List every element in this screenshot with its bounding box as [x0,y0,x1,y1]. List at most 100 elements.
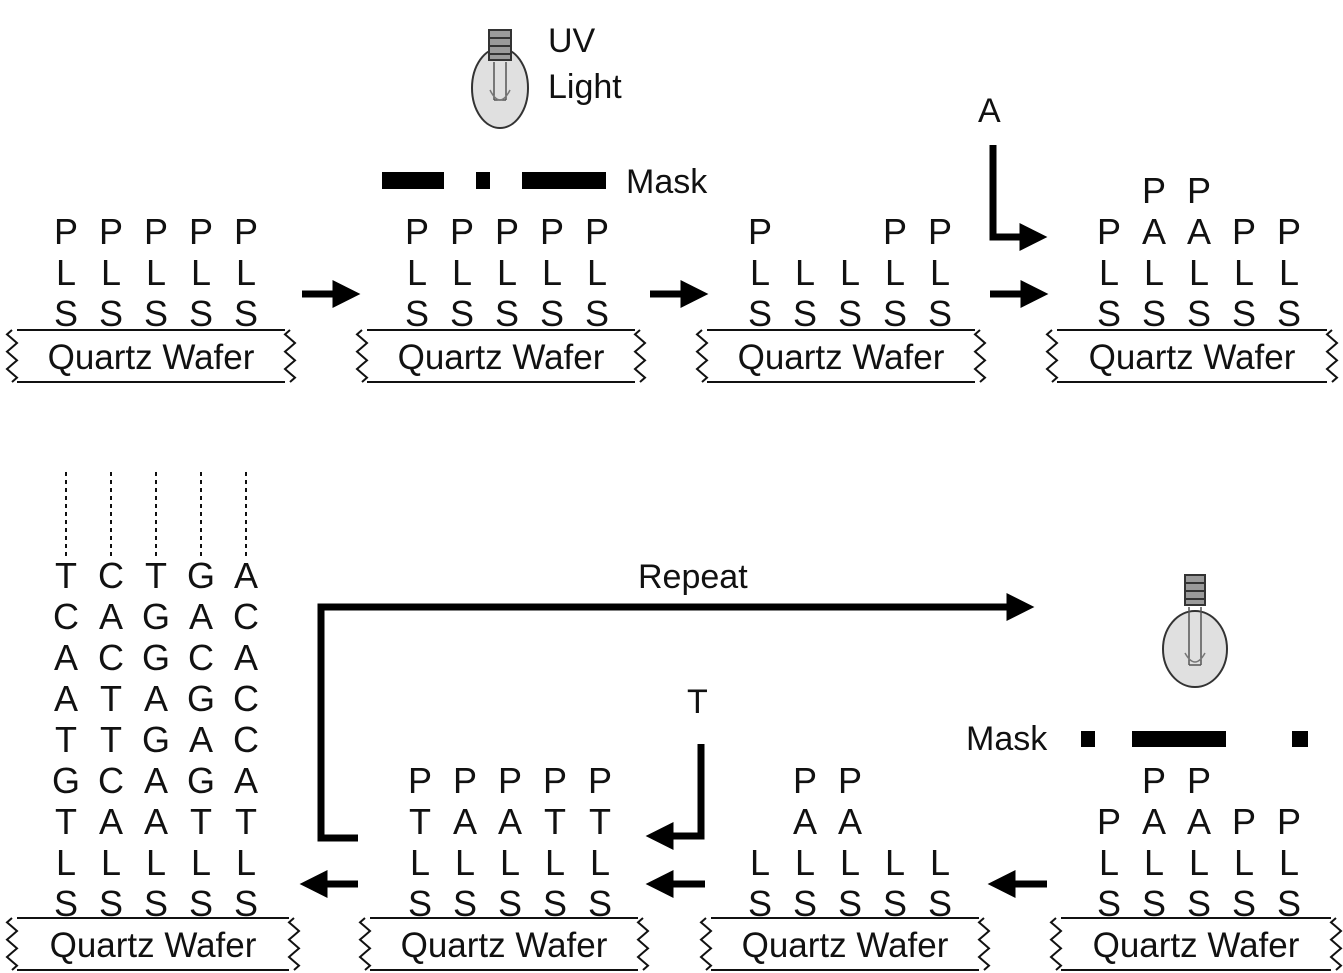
monomer-letter: P [453,760,477,801]
monomer-letter: L [236,252,256,293]
monomer-letter: S [1232,883,1256,924]
monomer-letter: L [236,842,256,883]
monomer-letter: P [928,211,952,252]
monomer-letter: S [99,883,123,924]
monomer-letter: L [500,842,520,883]
mask-top [382,172,606,189]
monomer-letter: P [1277,801,1301,842]
monomer-letter: T [55,719,77,760]
monomer-letter: L [930,252,950,293]
reagent-a-label: A [978,92,1001,130]
monomer-letter: A [793,801,817,842]
monomer-letter: L [840,842,860,883]
monomer-letter: A [144,678,168,719]
monomer-letter: P [1187,760,1211,801]
monomer-letter: P [189,211,213,252]
monomer-letter: S [498,883,522,924]
monomer-letter: L [410,842,430,883]
monomer-letter: G [187,555,215,596]
monomer-letter: T [589,801,611,842]
monomer-letter: S [144,293,168,334]
wafer-label: Quartz Wafer [48,338,255,377]
monomer-letter: S [453,883,477,924]
monomer-letter: P [540,211,564,252]
monomer-letter: L [1099,842,1119,883]
monomer-letter: A [498,801,522,842]
quartz-wafer: Quartz Wafer [1045,329,1339,383]
wafer-label: Quartz Wafer [50,926,257,965]
quartz-wafer: Quartz Wafer [5,917,301,971]
mask-bottom-bar-1 [1081,731,1095,747]
monomer-letter: L [930,842,950,883]
monomer-letter: S [793,883,817,924]
monomer-letter: P [144,211,168,252]
monomer-letter: L [191,252,211,293]
monomer-letter: L [455,842,475,883]
monomer-letter: L [101,842,121,883]
monomer-letter: P [1142,170,1166,211]
uv-label: UV [548,22,596,60]
repeat-arrow [317,593,1035,842]
monomer-letter: S [144,883,168,924]
monomer-letter: L [795,252,815,293]
wafer-label: Quartz Wafer [398,338,605,377]
monomer-letter: S [495,293,519,334]
monomer-letter: P [838,760,862,801]
monomer-letter: L [1279,842,1299,883]
quartz-wafer: Quartz Wafer [355,329,647,383]
monomer-letter: G [142,637,170,678]
monomer-letter: S [1187,883,1211,924]
reagent-t-arrow [645,744,705,850]
monomer-letter: A [234,637,258,678]
wafer-label: Quartz Wafer [1093,926,1300,965]
monomer-letter: S [748,883,772,924]
wafer-label: Quartz Wafer [1089,338,1296,377]
monomer-letter: P [450,211,474,252]
monomer-letter: L [1189,252,1209,293]
monomer-letter: L [885,842,905,883]
monomer-letter: L [1234,842,1254,883]
monomer-letter: P [1232,211,1256,252]
monomer-letter: S [1097,293,1121,334]
monomer-letter: L [795,842,815,883]
monomer-letter: L [407,252,427,293]
monomer-letter: P [99,211,123,252]
monomer-letter: S [585,293,609,334]
monomer-letter: T [145,555,167,596]
monomer-letter: L [545,842,565,883]
monomer-letter: G [142,596,170,637]
monomer-letter: C [233,719,259,760]
monomer-letter: L [146,842,166,883]
mask-top-bar-3 [522,172,606,189]
monomer-letter: A [144,760,168,801]
monomer-letter: C [53,596,79,637]
monomer-letter: L [191,842,211,883]
monomer-letter: A [1187,211,1211,252]
monomer-letter: A [189,596,213,637]
monomer-letter: A [453,801,477,842]
monomer-letter: S [99,293,123,334]
monomer-letter: L [840,252,860,293]
light-label: Light [548,68,622,106]
monomer-letter: S [54,293,78,334]
mask-bottom [1081,731,1308,747]
monomer-letter: L [56,252,76,293]
monomer-letter: T [235,801,257,842]
quartz-wafer: Quartz Wafer [358,917,650,971]
monomer-letter: L [590,842,610,883]
monomer-letter: G [187,678,215,719]
monomer-letter: S [234,883,258,924]
monomer-letter: L [750,842,770,883]
repeat-label: Repeat [638,558,748,596]
monomer-letter: L [1279,252,1299,293]
mask-top-bar-1 [382,172,444,189]
monomer-letter: P [1232,801,1256,842]
quartz-wafer: Quartz Wafer [699,917,991,971]
monomer-letter: T [55,801,77,842]
monomer-letter: C [98,555,124,596]
monomer-letter: S [450,293,474,334]
